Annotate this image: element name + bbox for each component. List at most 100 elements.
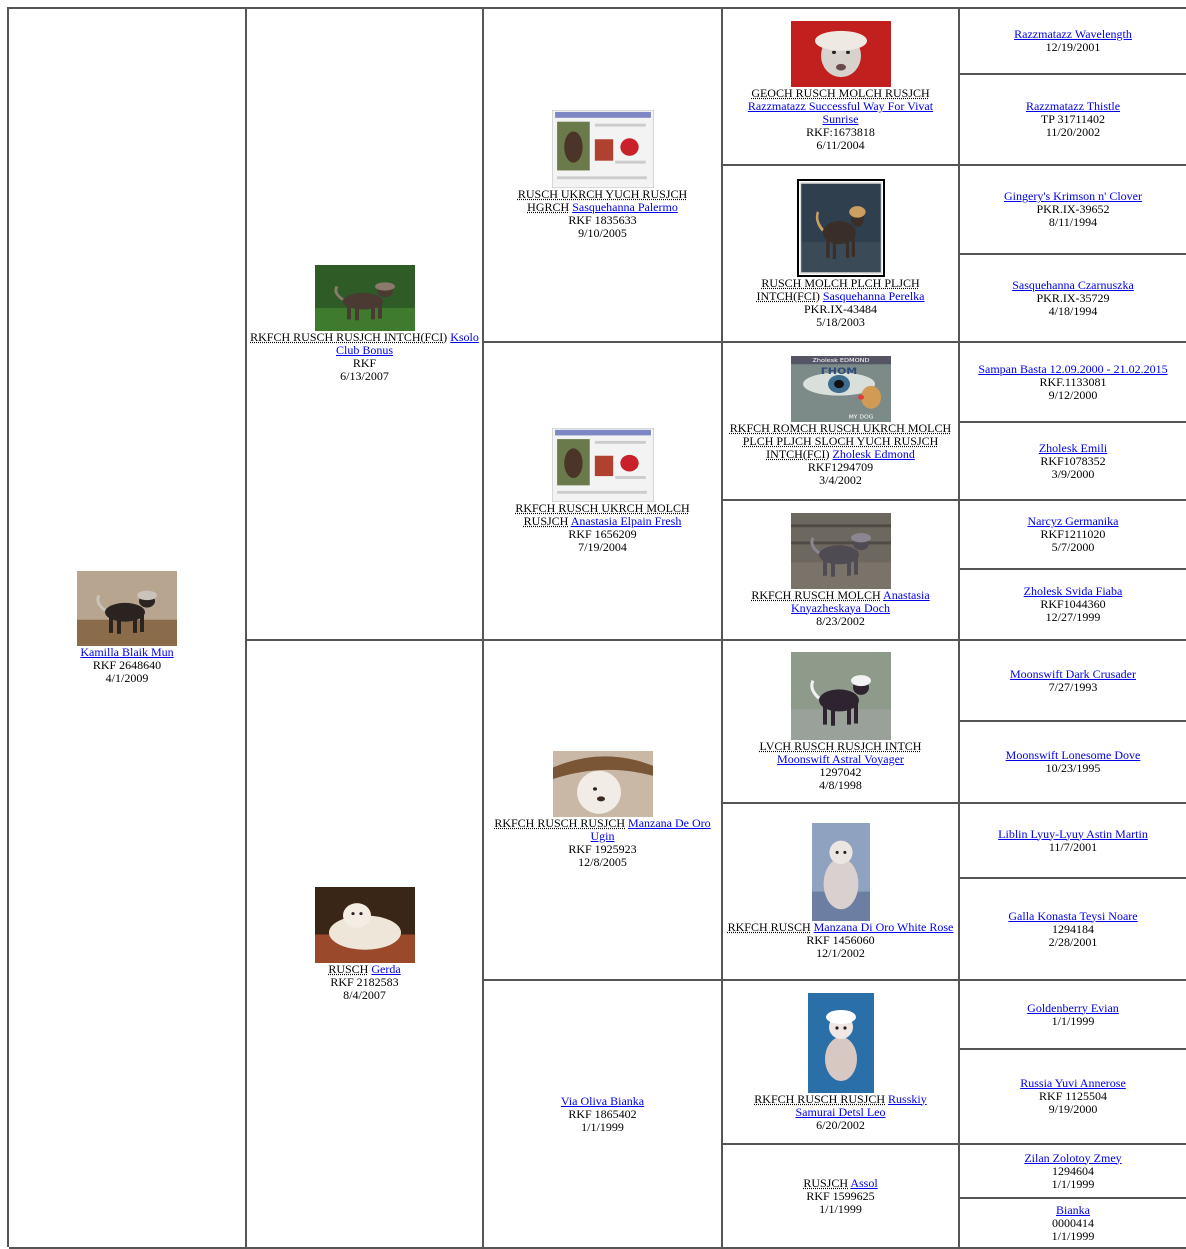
dog-name-link[interactable]: Ksolo Club Bonus xyxy=(335,330,479,357)
title-and-name-line: Kamilla Blaik Mun xyxy=(80,646,173,659)
dog-name-link[interactable]: Manzana De Oro Ugin xyxy=(590,816,711,843)
title-and-name-line: Razzmatazz Thistle xyxy=(1026,100,1120,113)
standing-crested-dog-photo[interactable] xyxy=(796,178,885,277)
dog-name-link[interactable]: Galla Konasta Teysi Noare xyxy=(1008,908,1138,923)
dog-name-link[interactable]: Sasquehanna Perelka xyxy=(822,288,925,303)
pedigree-cell-dss: LVCH RUSCH RUSJCH INTCH Moonswift Astral… xyxy=(723,641,960,804)
dog-name-link[interactable]: Assol xyxy=(850,1175,878,1190)
dog-info: RKFCH RUSCH RUSJCH Russkiy Samurai Detsl… xyxy=(741,1091,941,1132)
champion-titles: RKFCH RUSCH RUSJCH xyxy=(754,1091,886,1106)
title-and-name-line: Moonswift Lonesome Dove xyxy=(1006,749,1141,762)
registration-number: 1297042 xyxy=(819,764,862,779)
title-and-name-line: RKFCH ROMCH RUSCH UKRCH MOLCH PLCH PLJCH… xyxy=(727,421,955,461)
birth-date: 4/1/2009 xyxy=(105,671,149,685)
title-and-name-line: Goldenberry Evian xyxy=(1027,1000,1119,1015)
dog-name-link[interactable]: Anastasia Elpain Fresh xyxy=(570,514,682,528)
dog-on-grass-photo[interactable] xyxy=(314,265,415,331)
champion-titles: RKFCH RUSCH xyxy=(727,920,811,934)
birth-date: 9/19/2000 xyxy=(1048,1102,1098,1116)
dog-name-link[interactable]: Razzmatazz Thistle xyxy=(1025,99,1121,113)
dog-name-link[interactable]: Narcyz Germanika xyxy=(1027,514,1119,528)
pedigree-cell-sd: RKFCH RUSCH UKRCH MOLCH RUSJCH Anastasia… xyxy=(484,343,723,641)
title-and-name-line: Zilan Zolotoy Zmey xyxy=(1024,1150,1122,1165)
sitting-dog-blanket-photo[interactable] xyxy=(811,823,870,921)
dog-name-link[interactable]: Gerda xyxy=(371,961,401,976)
dog-name-link[interactable]: Liblin Lyuy-Lyuy Astin Martin xyxy=(998,826,1148,841)
dog-name-link[interactable]: Sampan Basta 12.09.2000 - 21.02.2015 xyxy=(978,361,1168,376)
birth-date: 1/1/1999 xyxy=(819,1201,862,1216)
pedigree-card-photo[interactable] xyxy=(551,110,654,188)
champion-titles: GEOCH RUSCH MOLCH RUSJCH xyxy=(751,86,930,100)
dog-name-link[interactable]: Russia Yuvi Annerose xyxy=(1020,1076,1126,1090)
dog-name-link[interactable]: Sasquehanna Palermo xyxy=(572,200,678,214)
dog-name-link[interactable]: Manzana Di Oro White Rose xyxy=(813,920,954,934)
champion-titles: RKFCH RUSCH UKRCH MOLCH RUSJCH xyxy=(515,501,690,528)
birth-date: 12/27/1999 xyxy=(1045,610,1101,624)
dog-info: RKFCH ROMCH RUSCH UKRCH MOLCH PLCH PLJCH… xyxy=(727,421,955,487)
dog-name-link[interactable]: Sasquehanna Czarnuszka xyxy=(1012,277,1134,292)
champion-titles: RKFCH RUSCH RUSJCH INTCH(FCI) xyxy=(250,330,448,344)
birth-date: 12/1/2002 xyxy=(816,946,865,960)
dog-name-link[interactable]: Zholesk Edmond xyxy=(832,446,915,461)
pedigree-cell-sss: GEOCH RUSCH MOLCH RUSJCH Razzmatazz Succ… xyxy=(723,9,960,166)
birth-date: 8/4/2007 xyxy=(343,987,386,1002)
svg-text:MY DOG: MY DOG xyxy=(848,415,873,420)
dog-with-hat-photo[interactable] xyxy=(552,751,653,817)
pedigree-cell-dds: RKFCH RUSCH RUSJCH Russkiy Samurai Detsl… xyxy=(723,981,960,1145)
birth-date: 8/11/1994 xyxy=(1048,215,1098,229)
birth-date: 2/28/2001 xyxy=(1048,934,1098,949)
birth-date: 1/1/1999 xyxy=(1051,1176,1095,1191)
registration-number: RKF 1125504 xyxy=(1039,1089,1107,1103)
dog-name-link[interactable]: Zholesk Emili xyxy=(1038,440,1108,455)
dog-name-link[interactable]: Zilan Zolotoy Zmey xyxy=(1024,1150,1122,1165)
registration-number: PKR.IX-35729 xyxy=(1036,290,1110,305)
title-and-name-line: Moonswift Dark Crusader xyxy=(1010,666,1136,681)
hairless-dog-show-photo[interactable] xyxy=(790,651,891,740)
black-crested-dog-photo[interactable] xyxy=(77,571,177,646)
dog-stone-wall-photo[interactable] xyxy=(790,512,891,589)
eye-collage-photo[interactable]: Zholesk EDMOND ГНОМ MY DOG xyxy=(790,355,891,422)
dog-name-link[interactable]: Via Oliva Bianka xyxy=(560,1093,645,1108)
dog-red-background-photo[interactable] xyxy=(790,21,891,87)
champion-titles: RUSCH xyxy=(328,961,369,976)
dog-name-link[interactable]: Razzmatazz Successful Way For Vivat Sunr… xyxy=(747,99,934,126)
dog-name-link[interactable]: Zholesk Svida Fiaba xyxy=(1023,584,1123,598)
dog-blue-background-photo[interactable] xyxy=(807,992,874,1093)
dog-info: RKFCH RUSCH RUSJCH INTCH(FCI) Ksolo Club… xyxy=(250,331,480,383)
title-and-name-line: Sampan Basta 12.09.2000 - 21.02.2015 xyxy=(978,361,1168,376)
birth-date: 8/23/2002 xyxy=(816,613,865,628)
dog-name-link[interactable]: Kamilla Blaik Mun xyxy=(80,645,174,659)
birth-date: 11/20/2002 xyxy=(1045,125,1101,139)
title-and-name-line: LVCH RUSCH RUSJCH INTCH Moonswift Astral… xyxy=(741,739,941,766)
dog-name-link[interactable]: Moonswift Dark Crusader xyxy=(1010,666,1136,681)
birth-date: 6/13/2007 xyxy=(340,369,389,383)
dog-name-link[interactable]: Anastasia Knyazheskaya Doch xyxy=(791,587,930,615)
dog-name-link[interactable]: Razzmatazz Wavelength xyxy=(1014,27,1132,41)
title-and-name-line: RKFCH RUSCH MOLCH Anastasia Knyazheskaya… xyxy=(736,587,946,615)
powderpuff-dog-photo[interactable] xyxy=(314,886,415,963)
dog-name-link[interactable]: Moonswift Lonesome Dove xyxy=(1005,748,1141,762)
dog-name-link[interactable]: Gingery's Krimson n' Clover xyxy=(1004,189,1142,203)
dog-name-link[interactable]: Goldenberry Evian xyxy=(1027,1000,1119,1015)
birth-date: 11/7/2001 xyxy=(1048,839,1098,854)
dog-name-link[interactable]: Bianka xyxy=(1055,1202,1090,1217)
title-and-name-line: RKFCH RUSCH RUSJCH Russkiy Samurai Detsl… xyxy=(741,1091,941,1119)
pedigree-card-photo[interactable] xyxy=(551,428,654,502)
dog-name-link[interactable]: Moonswift Astral Voyager xyxy=(777,751,904,766)
dog-name-link[interactable]: Russkiy Samurai Detsl Leo xyxy=(795,1091,927,1119)
